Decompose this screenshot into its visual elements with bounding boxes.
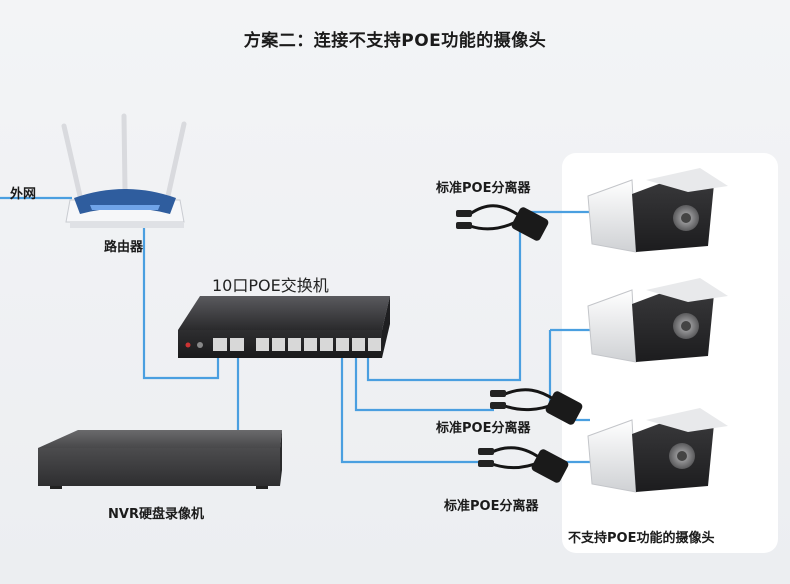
nvr-label: NVR硬盘录像机 <box>108 507 204 522</box>
cable-switch-splitter-3 <box>340 352 482 464</box>
camera-2 <box>587 278 728 363</box>
poe-splitter-1 <box>456 204 549 241</box>
cable-switch-splitter-1 <box>366 210 590 382</box>
camera-1 <box>587 168 728 253</box>
splitter-label-1: 标准POE分离器 <box>436 181 531 196</box>
switch-ports <box>213 338 381 351</box>
cable-switch-splitter-2 <box>354 352 494 412</box>
poe-splitter-2 <box>490 388 583 425</box>
camera-label: 不支持POE功能的摄像头 <box>568 531 715 546</box>
cable-router-switch <box>142 228 220 380</box>
internet-label: 外网 <box>10 187 37 202</box>
page-title: 方案二：连接不支持POE功能的摄像头 <box>243 31 547 51</box>
poe-splitter-3 <box>478 446 569 483</box>
switch-label: 10口POE交换机 <box>212 276 329 295</box>
poe-switch <box>178 296 390 358</box>
nvr-recorder <box>38 430 282 489</box>
camera-3 <box>587 408 728 493</box>
router-label: 路由器 <box>104 240 144 255</box>
splitter-label-2: 标准POE分离器 <box>436 421 531 436</box>
splitter-label-3: 标准POE分离器 <box>444 499 539 514</box>
router <box>61 113 187 228</box>
